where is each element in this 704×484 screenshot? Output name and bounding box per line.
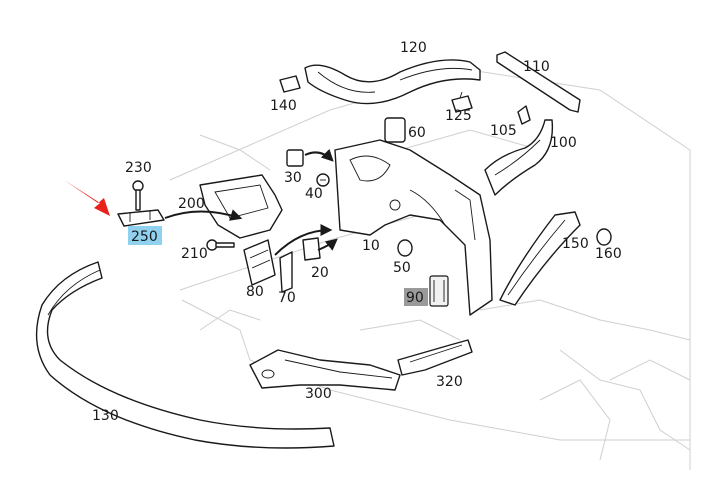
part-clip-105: [517, 105, 531, 125]
part-bracket-70: [279, 251, 293, 293]
callout-250: 250: [131, 229, 158, 245]
callout-130: 130: [92, 408, 119, 424]
part-tray-200: [199, 174, 283, 239]
callout-250-highlight: [128, 226, 162, 245]
part-clip-140: [279, 75, 301, 93]
callout-30: 30: [284, 170, 302, 186]
part-strut-150: [499, 211, 581, 306]
callout-60: 60: [408, 125, 426, 141]
part-bolt-210: [206, 239, 235, 251]
part-grommet-50: [397, 239, 413, 257]
callout-40: 40: [305, 186, 323, 202]
callout-200: 200: [178, 196, 205, 212]
callout-105: 105: [490, 123, 517, 139]
callout-320: 320: [436, 374, 463, 390]
part-bracket-250: [117, 209, 165, 227]
part-clip-20: [302, 237, 321, 261]
callout-90-highlight: [404, 288, 428, 306]
part-bracket-80: [243, 239, 276, 286]
part-strip-110: [496, 51, 581, 113]
part-clip-30: [286, 149, 304, 167]
callout-160: 160: [595, 246, 622, 262]
part-bumper-beam-130: [35, 261, 335, 449]
assembly-arrows: [164, 148, 338, 256]
part-member-300: [249, 349, 401, 391]
callout-210: 210: [181, 246, 208, 262]
part-bolt-230: [132, 180, 144, 211]
callout-70: 70: [278, 290, 296, 306]
part-member-320: [397, 339, 473, 376]
callout-120: 120: [400, 40, 427, 56]
callout-90: 90: [406, 290, 424, 306]
callout-140: 140: [270, 98, 297, 114]
part-upper-rail: [304, 59, 481, 105]
callout-50: 50: [393, 260, 411, 276]
callout-125: 125: [445, 108, 472, 124]
callout-150: 150: [562, 236, 589, 252]
callout-100: 100: [550, 135, 577, 151]
part-bracket-125: [451, 91, 473, 113]
callout-labels: 120 110 140 125 105 60 100 230 30 40 200…: [92, 40, 622, 424]
pointer-arrow: [64, 180, 110, 216]
callout-20: 20: [311, 265, 329, 281]
part-screw-40: [316, 173, 330, 187]
part-bracket-60: [384, 117, 406, 143]
callout-10: 10: [362, 238, 380, 254]
part-wheel-housing-10: [334, 139, 493, 316]
callout-230: 230: [125, 160, 152, 176]
part-plug-160: [596, 228, 612, 246]
part-strut-100: [484, 119, 554, 196]
part-clip-90: [429, 275, 449, 307]
callout-110: 110: [523, 59, 550, 75]
callout-300: 300: [305, 386, 332, 402]
callout-80: 80: [246, 284, 264, 300]
